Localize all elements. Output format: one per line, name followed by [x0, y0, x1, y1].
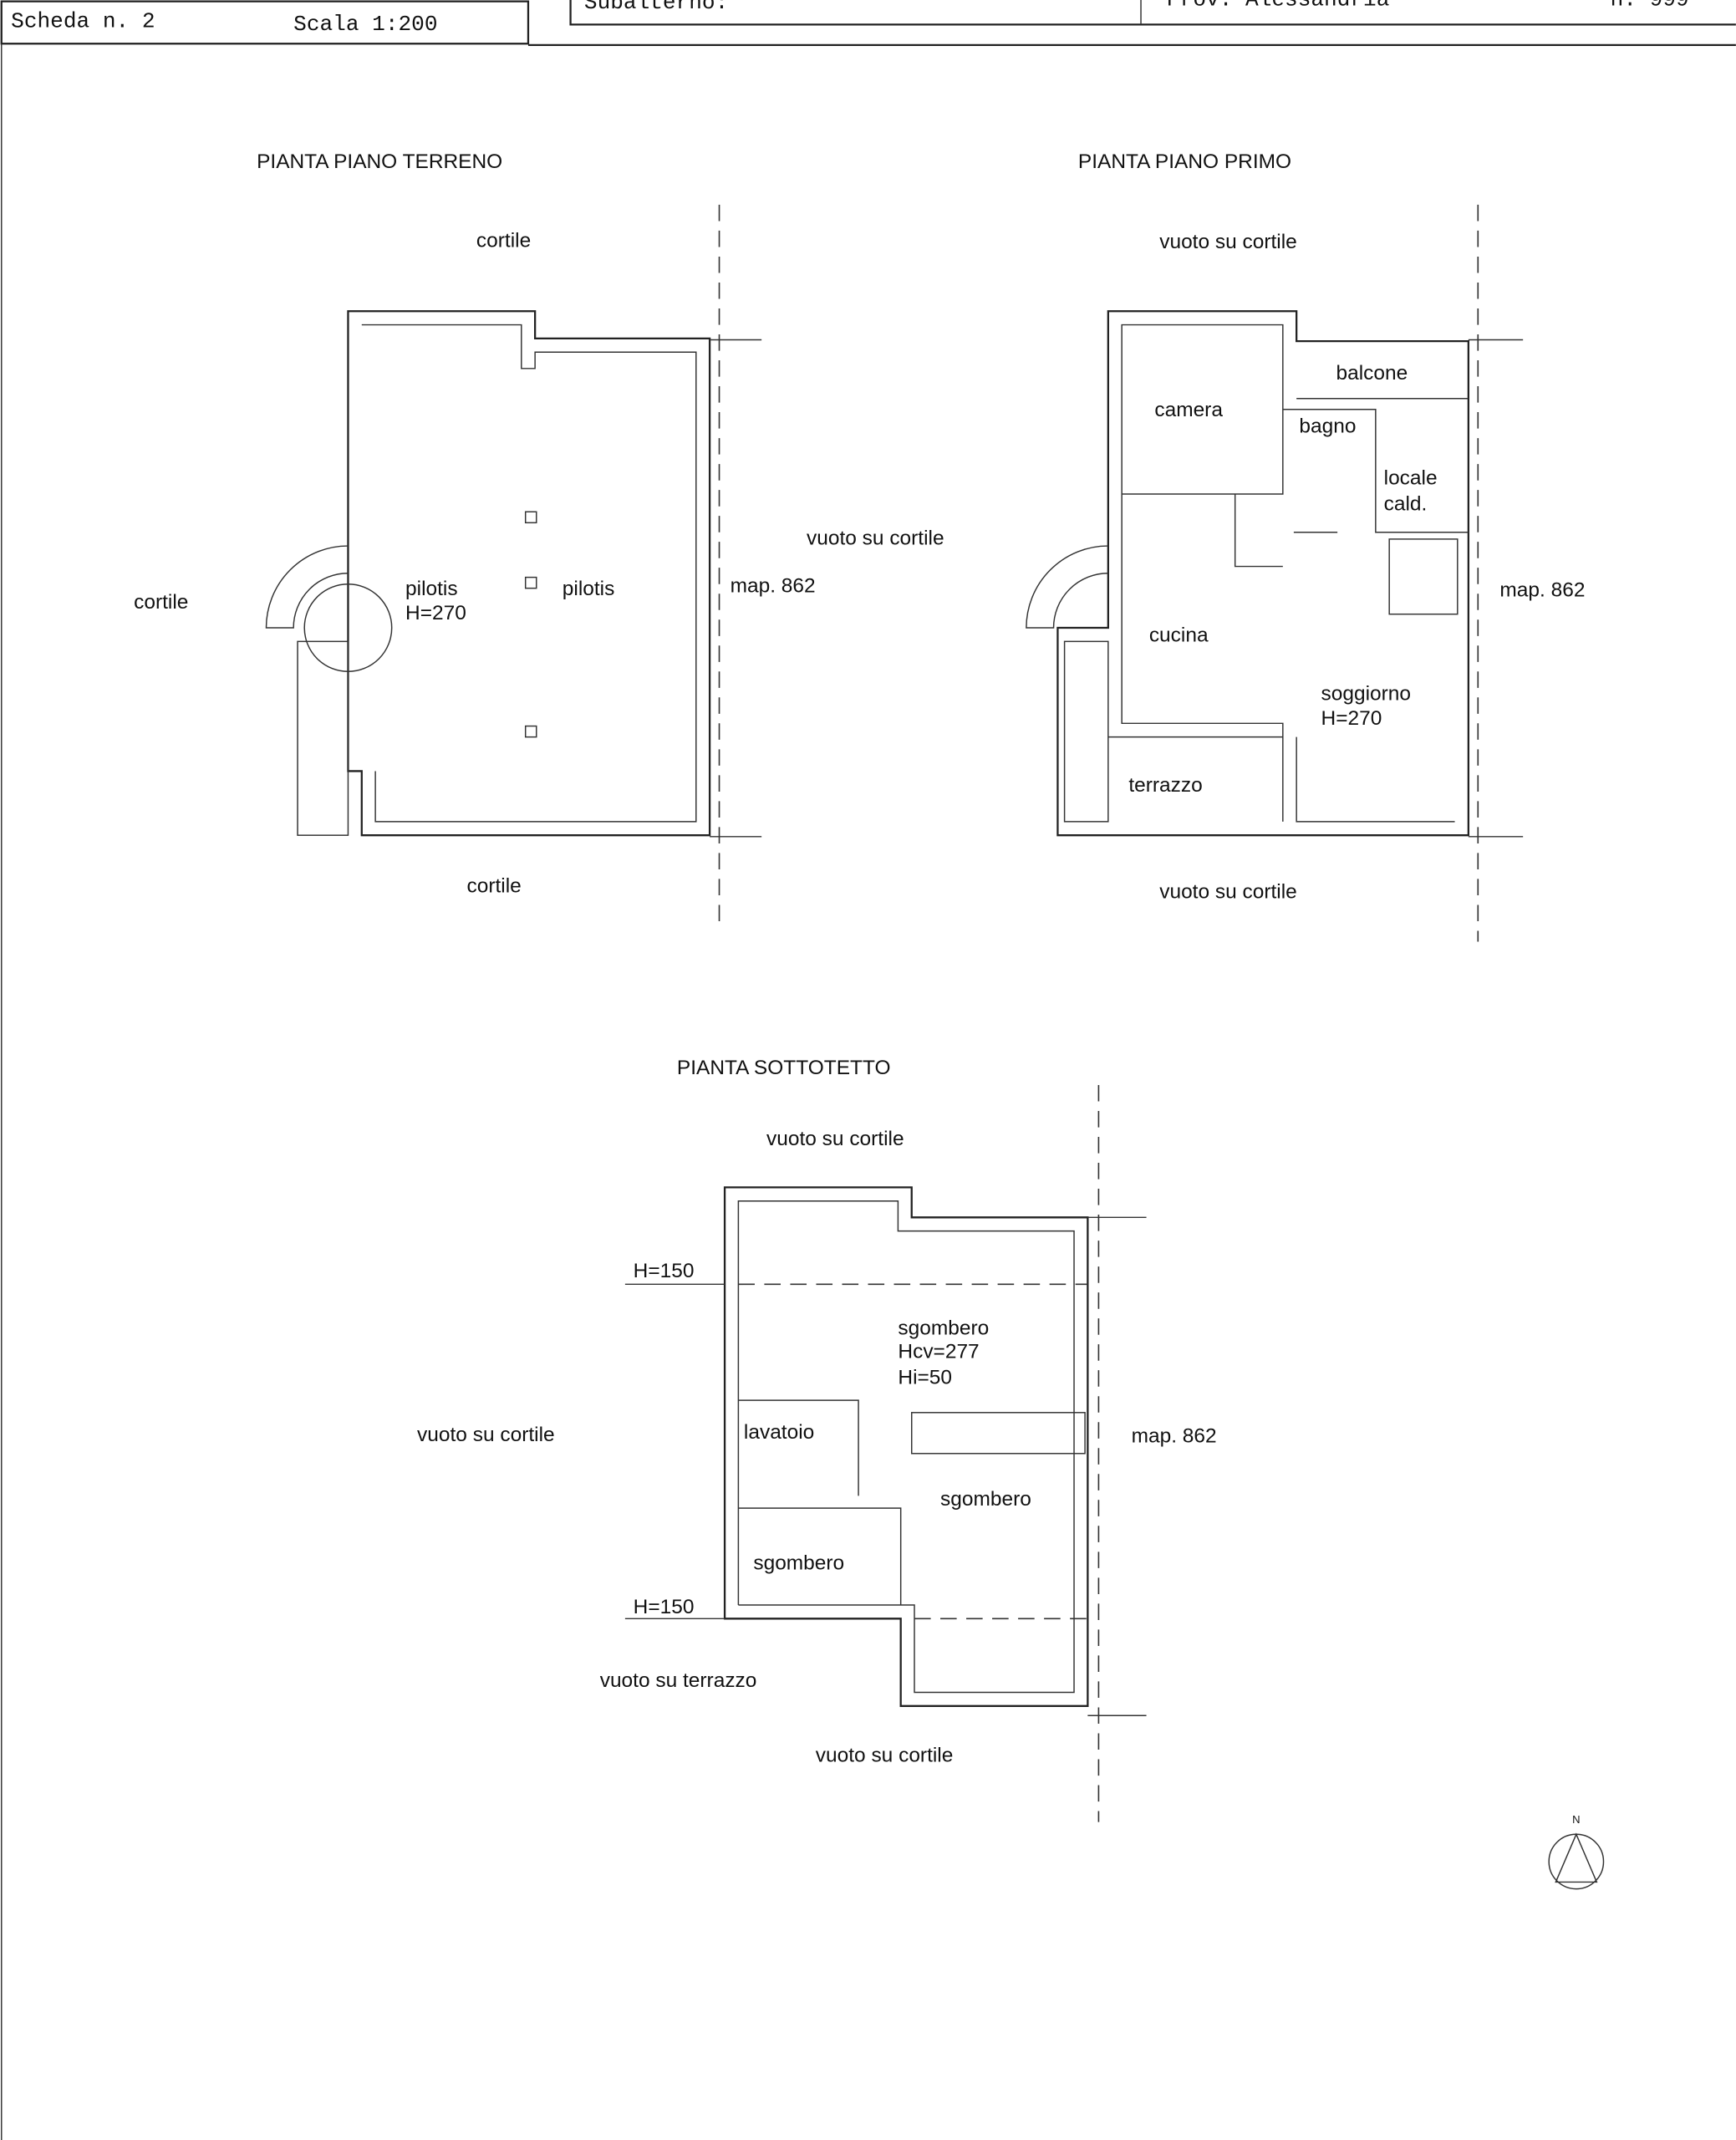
room-label: terrazzo [1128, 774, 1202, 797]
label: cortile [134, 591, 188, 614]
room-label: cucina [1149, 624, 1209, 646]
height-label: H=150 [634, 1260, 695, 1282]
room-label: sgombero [940, 1488, 1031, 1511]
room-height: H=270 [1321, 707, 1382, 730]
scale: Scala 1:200 [293, 12, 437, 37]
room-label: balcone [1336, 362, 1408, 385]
label: vuoto su cortile [766, 1128, 904, 1150]
scheda-number: Scheda n. 2 [11, 9, 155, 34]
plan-title: PIANTA PIANO PRIMO [1078, 150, 1291, 173]
label: vuoto su cortile [807, 527, 944, 549]
room-label: camera [1154, 399, 1223, 421]
subalterno-label: Subalterno: [584, 0, 728, 15]
room-label: soggiorno [1321, 683, 1411, 706]
plan-title: PIANTA SOTTOTETTO [677, 1057, 891, 1079]
room-label: pilotis [563, 578, 615, 600]
room-label: locale [1384, 467, 1438, 490]
height-label: H=150 [634, 1596, 695, 1618]
plan-piano-primo: PIANTA PIANO PRIMO vuoto su cortile vuot… [1026, 150, 1585, 942]
plan-sottotetto: PIANTA SOTTOTETTO vuoto su cortile vuoto… [417, 1057, 1217, 1822]
room-label: pilotis [405, 578, 458, 600]
map-ref: map. 862 [731, 575, 816, 598]
stair-icon [911, 1412, 1086, 1455]
label: vuoto su cortile [1159, 231, 1297, 253]
north-arrow-icon: N [1548, 1813, 1605, 1890]
room-label: sgombero [898, 1317, 989, 1340]
room-height: Hi=50 [898, 1367, 952, 1389]
label: vuoto su cortile [417, 1424, 555, 1446]
room-label: lavatoio [744, 1421, 814, 1444]
label: vuoto su cortile [816, 1745, 954, 1767]
plan-piano-terreno: PIANTA PIANO TERRENO cortile cortile cor… [134, 150, 944, 922]
spiral-stair-icon [265, 545, 349, 629]
provincia: Prov. Alessandria [1167, 0, 1389, 13]
room-height: H=270 [405, 602, 466, 624]
plan-title: PIANTA PIANO TERRENO [257, 150, 502, 173]
room-label: cald. [1384, 493, 1428, 516]
room-label: sgombero [753, 1552, 844, 1575]
label: vuoto su terrazzo [600, 1669, 757, 1692]
north-label: N [1572, 1813, 1580, 1826]
label: vuoto su cortile [1159, 880, 1297, 903]
room-label: bagno [1299, 415, 1356, 438]
label: cortile [476, 230, 531, 252]
map-ref: map. 862 [1499, 578, 1585, 601]
label: cortile [467, 875, 522, 898]
stair-icon [1063, 640, 1109, 823]
map-ref: map. 862 [1132, 1425, 1217, 1448]
numero: n. 999 [1611, 0, 1689, 13]
room-height: Hcv=277 [898, 1340, 979, 1363]
